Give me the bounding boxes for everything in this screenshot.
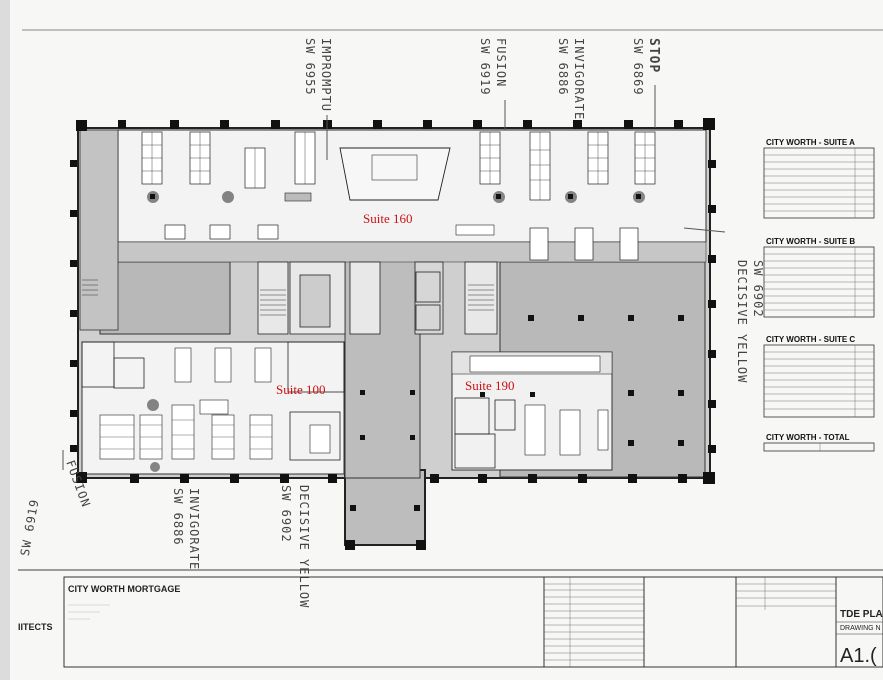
annotation-decisive-right-code: SW 6902 <box>751 260 765 318</box>
floor-plan <box>70 118 716 550</box>
schedule-suite-b: CITY WORTH - SUITE B <box>763 237 875 318</box>
annotation-fusion-top: FUSION <box>494 38 508 87</box>
suite-label-160: Suite 160 <box>363 211 412 226</box>
schedule-suite-c: CITY WORTH - SUITE C <box>763 335 875 418</box>
structural-columns <box>70 118 716 550</box>
schedule-total: CITY WORTH - TOTAL <box>763 433 875 452</box>
annotation-decisive-right: DECISIVE YELLOW <box>735 260 749 383</box>
project-name: CITY WORTH MORTGAGE <box>68 584 180 594</box>
sheet-title: TDE PLAN <box>840 609 883 620</box>
annotation-stop: STOP <box>646 38 661 73</box>
annotation-fusion-top-code: SW 6919 <box>478 38 492 96</box>
schedule-b-title: CITY WORTH - SUITE B <box>766 237 855 246</box>
annotation-invigorate-bottom: INVIGORATE <box>187 488 201 570</box>
schedule-total-title: CITY WORTH - TOTAL <box>766 433 850 442</box>
title-block: IITECTS CITY WORTH MORTGAGE TDE PLAN DRA… <box>18 576 883 668</box>
sheet-number: A1.( <box>840 645 877 667</box>
drawing-number-label: DRAWING N <box>840 625 881 632</box>
annotation-impromptu: IMPROMPTU <box>319 38 333 112</box>
schedule-suite-a: CITY WORTH - SUITE A <box>763 138 875 219</box>
schedule-a-title: CITY WORTH - SUITE A <box>766 138 855 147</box>
architects-label: IITECTS <box>18 622 53 632</box>
schedule-c-title: CITY WORTH - SUITE C <box>766 335 855 344</box>
annotation-decisive-bottom-code: SW 6902 <box>279 485 293 543</box>
suite-label-190: Suite 190 <box>465 378 514 393</box>
annotation-invigorate-top-code: SW 6886 <box>556 38 570 96</box>
annotation-invigorate-top: INVIGORATE <box>572 38 586 120</box>
annotation-decisive-bottom: DECISIVE YELLOW <box>297 485 311 608</box>
annotation-invigorate-bottom-code: SW 6886 <box>171 488 185 546</box>
suite-label-100: Suite 100 <box>276 382 325 397</box>
annotation-impromptu-code: SW 6955 <box>303 38 317 96</box>
annotation-stop-code: SW 6869 <box>631 38 645 96</box>
